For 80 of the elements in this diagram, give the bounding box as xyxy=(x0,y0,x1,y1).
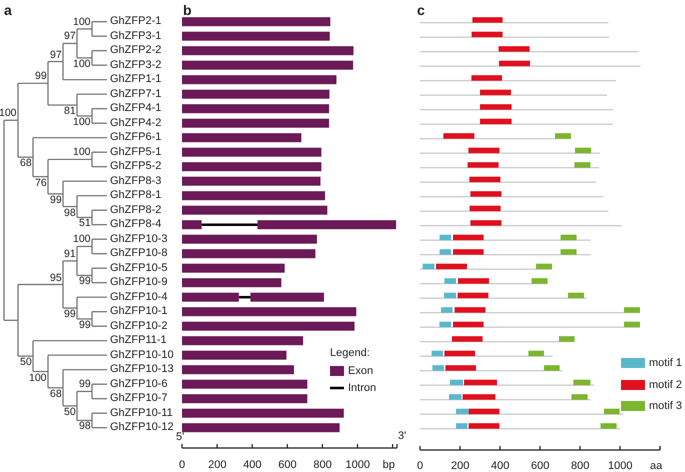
axis-tick-label: 200 xyxy=(451,460,470,472)
gene-name: GhZFP10-3 xyxy=(110,234,168,245)
gene-name: GhZFP7-1 xyxy=(110,88,162,100)
gene-name: GhZFP10-8 xyxy=(110,248,168,260)
bootstrap-value: 51 xyxy=(79,218,91,229)
gene-name: GhZFP11-1 xyxy=(110,335,167,346)
gene-name: GhZFP1-1 xyxy=(110,74,162,86)
bootstrap-value: 100 xyxy=(73,234,91,245)
panel-letter: c xyxy=(417,3,425,17)
gene-name: GhZFP10-6 xyxy=(110,378,168,390)
gene-name: GhZFP10-13 xyxy=(110,364,174,376)
gene-name: GhZFP4-2 xyxy=(110,118,162,129)
bootstrap-value: 98 xyxy=(79,421,91,432)
bootstrap-value: 97 xyxy=(64,31,76,42)
axis-tick-label: 400 xyxy=(491,460,510,472)
axis-tick-label: 400 xyxy=(243,460,262,470)
gene-name: GhZFP5-1 xyxy=(110,146,162,158)
gene-name: GhZFP10-1 xyxy=(110,306,168,318)
bootstrap-value: 97 xyxy=(50,50,62,60)
axis-tick-label: 1000 xyxy=(346,460,370,470)
gene-name: GhZFP4-1 xyxy=(110,103,162,114)
bootstrap-value: 100 xyxy=(0,108,17,119)
axis-tick-label: 1000 xyxy=(608,460,632,472)
axis-tick-label: 0 xyxy=(417,460,424,472)
gene-name: GhZFP8-4 xyxy=(110,219,162,230)
bootstrap-value: 99 xyxy=(79,320,91,330)
bootstrap-value: 99 xyxy=(79,276,91,287)
panel-letter: b xyxy=(183,3,192,17)
gene-name: GhZFP2-2 xyxy=(110,45,162,56)
axis-unit: aa xyxy=(650,460,662,472)
axis-tick-label: 800 xyxy=(571,460,590,472)
legend-label: Intron xyxy=(348,382,376,394)
bootstrap-value: 100 xyxy=(73,116,91,128)
strand-end-label: 3' xyxy=(398,430,406,442)
gene-name: GhZFP8-1 xyxy=(110,190,162,202)
bootstrap-value: 95 xyxy=(50,272,62,283)
bootstrap-value: 99 xyxy=(79,379,91,390)
axis-tick-label: 600 xyxy=(278,460,297,470)
bootstrap-value: 68 xyxy=(50,388,62,400)
gene-name: GhZFP10-11 xyxy=(110,408,173,419)
legend-label: Exon xyxy=(348,366,374,376)
bootstrap-value: 68 xyxy=(20,158,32,169)
bootstrap-value: 99 xyxy=(50,194,62,206)
gene-name: GhZFP10-2 xyxy=(110,320,168,332)
gene-name: GhZFP6-1 xyxy=(110,132,162,144)
panel-letter: a xyxy=(4,3,12,17)
legend-label: motif 1 xyxy=(649,358,682,368)
gene-name: GhZFP10-10 xyxy=(110,350,174,361)
gene-name: GhZFP8-2 xyxy=(110,204,162,216)
axis-tick-label: 600 xyxy=(531,460,550,472)
strand-end-label: 5' xyxy=(176,432,184,442)
legend-label: motif 3 xyxy=(649,400,682,412)
legend-title: Legend: xyxy=(330,348,370,358)
bootstrap-value: 100 xyxy=(73,147,91,158)
bootstrap-value: 99 xyxy=(64,309,76,320)
gene-name: GhZFP5-2 xyxy=(110,161,162,172)
bootstrap-value: 98 xyxy=(64,208,76,218)
gene-name: GhZFP10-4 xyxy=(110,292,168,303)
axis-unit: bp xyxy=(382,460,395,470)
gene-name: GhZFP10-12 xyxy=(110,422,174,434)
bootstrap-value: 100 xyxy=(29,372,47,383)
gene-name: GhZFP10-7 xyxy=(110,393,168,404)
axis-tick-label: 0 xyxy=(179,460,186,470)
bootstrap-value: 100 xyxy=(73,16,91,28)
gene-name: GhZFP3-1 xyxy=(110,30,162,42)
gene-name: GhZFP3-2 xyxy=(110,60,162,71)
bootstrap-value: 100 xyxy=(73,58,91,70)
gene-name: GhZFP8-3 xyxy=(110,176,162,187)
axis-tick-label: 200 xyxy=(208,460,226,470)
bootstrap-value: 99 xyxy=(35,71,47,82)
legend-label: motif 2 xyxy=(649,380,682,390)
gene-name: GhZFP2-1 xyxy=(110,16,162,28)
bootstrap-value: 76 xyxy=(35,178,47,188)
gene-name: GhZFP10-9 xyxy=(110,277,168,288)
axis-tick-label: 800 xyxy=(313,460,332,470)
bootstrap-value: 50 xyxy=(64,406,76,418)
bootstrap-value: 50 xyxy=(20,357,32,368)
bootstrap-value: 81 xyxy=(64,106,76,117)
bootstrap-value: 91 xyxy=(64,248,76,260)
gene-name: GhZFP10-5 xyxy=(110,262,168,274)
